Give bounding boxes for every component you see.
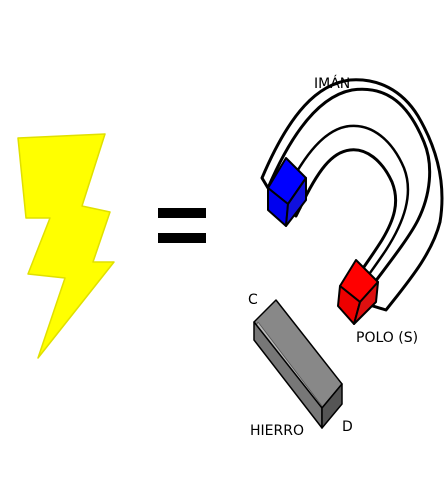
end-d-label: D <box>342 419 353 435</box>
pole-right <box>337 259 379 325</box>
magnet-label: IMÁN <box>314 75 350 92</box>
end-c-label: C <box>248 292 258 308</box>
iron-label: HIERRO <box>250 423 304 439</box>
lightning-bolt-icon <box>17 133 115 359</box>
pole-left <box>267 157 307 227</box>
horseshoe-magnet-icon <box>260 78 444 325</box>
iron-bar-icon <box>253 299 343 429</box>
equals-sign-icon <box>158 208 206 243</box>
pole-label: POLO (S) <box>356 330 418 346</box>
